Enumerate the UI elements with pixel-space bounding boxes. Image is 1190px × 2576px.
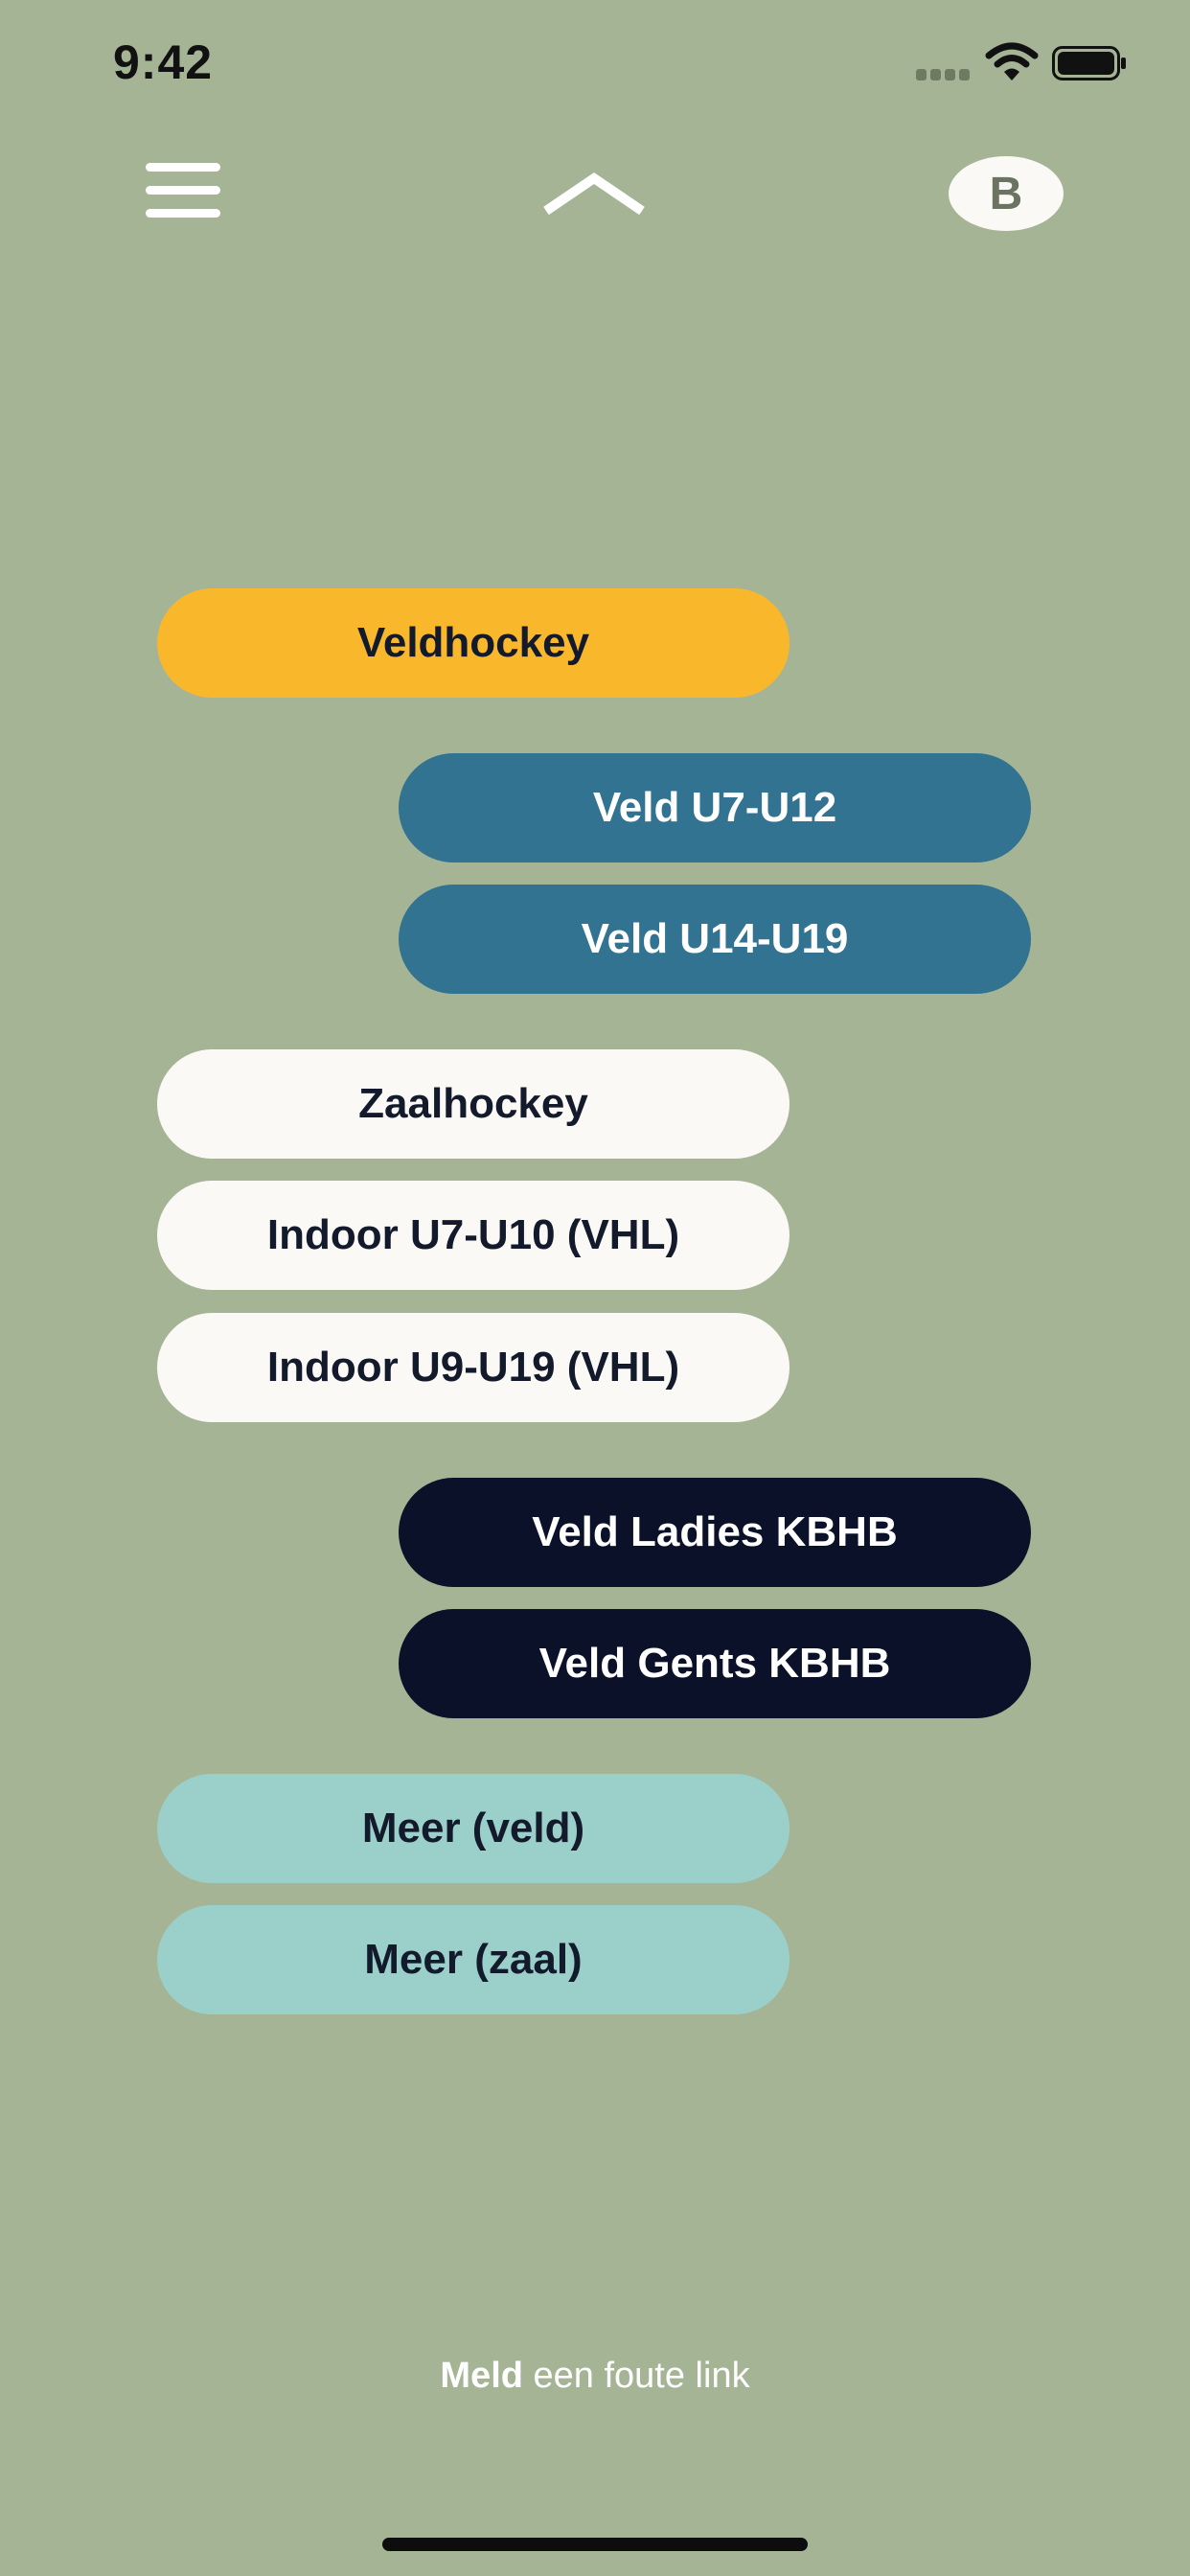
indoor-u9-u19-button[interactable]: Indoor U9-U19 (VHL) bbox=[157, 1313, 790, 1422]
veldhockey-button[interactable]: Veldhockey bbox=[157, 588, 790, 698]
veld-ladies-kbhb-button[interactable]: Veld Ladies KBHB bbox=[399, 1478, 1031, 1587]
meer-veld-button[interactable]: Meer (veld) bbox=[157, 1774, 790, 1883]
veld-u7-u12-button[interactable]: Veld U7-U12 bbox=[399, 753, 1031, 862]
veld-gents-kbhb-button[interactable]: Veld Gents KBHB bbox=[399, 1609, 1031, 1718]
zaalhockey-button[interactable]: Zaalhockey bbox=[157, 1049, 790, 1159]
chevron-up-icon[interactable] bbox=[540, 169, 648, 218]
hamburger-menu-icon[interactable] bbox=[146, 163, 220, 218]
report-link-text: een foute link bbox=[522, 2356, 750, 2396]
signal-icon bbox=[916, 69, 970, 80]
indoor-u7-u10-button[interactable]: Indoor U7-U10 (VHL) bbox=[157, 1181, 790, 1290]
battery-icon bbox=[1052, 46, 1126, 80]
meer-zaal-button[interactable]: Meer (zaal) bbox=[157, 1905, 790, 2014]
wifi-icon bbox=[985, 42, 1039, 80]
home-indicator[interactable] bbox=[382, 2538, 808, 2551]
report-broken-link[interactable]: Meld een foute link bbox=[0, 2356, 1190, 2397]
avatar[interactable]: B bbox=[949, 156, 1064, 231]
report-link-bold: Meld bbox=[440, 2356, 523, 2396]
status-time: 9:42 bbox=[113, 35, 214, 89]
veld-u14-u19-button[interactable]: Veld U14-U19 bbox=[399, 885, 1031, 994]
